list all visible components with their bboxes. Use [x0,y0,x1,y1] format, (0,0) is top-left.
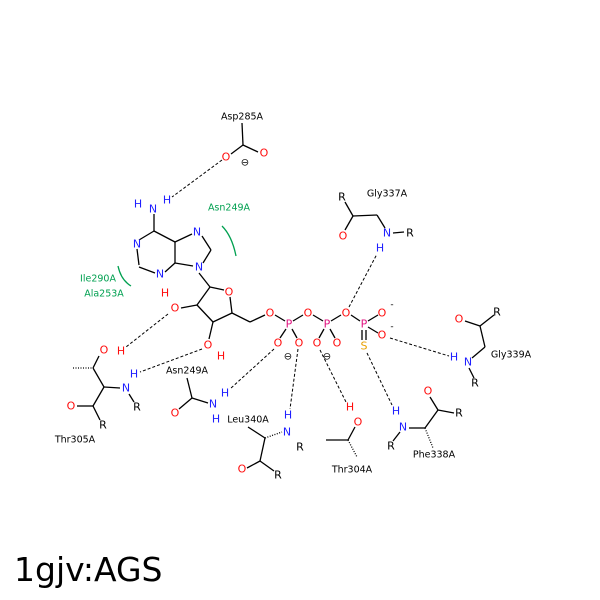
atom-r: R [338,191,346,204]
residue-label-leu340: Leu340A [227,415,269,426]
atom-n: N [209,398,217,411]
residue-label-thr305: Thr305A [54,435,96,446]
atom-h: H [346,401,354,414]
residue-label-thr304: Thr304A [331,465,373,476]
hydrophobic-arc-asn249 [221,225,237,257]
atom-o: O [304,307,313,320]
hbond-gly337 [348,253,378,308]
minus-sign: - [390,322,393,332]
atom-o: O [455,313,464,326]
atom-o: O [222,151,231,164]
atom-r: R [133,401,141,414]
structure-title: 1gjv:AGS [14,550,163,589]
atom-h: H [161,287,169,300]
atom-labels: O O ⊖ H N H N N N N O O H O H O P O P O … [67,147,502,482]
residue-label-gly339: Gly339A [491,350,532,361]
hbond-asn249 [229,348,275,390]
hbond-gly339 [389,337,450,357]
negative-charge-icon: ⊖ [323,352,331,363]
atom-r: R [296,441,304,454]
hydrophobic-label-asn249: Asn249A [208,203,251,214]
atom-n: N [383,227,391,240]
atom-n: N [464,356,472,369]
negative-charge-icon: ⊖ [284,352,292,363]
atom-n: N [195,261,203,274]
ligand-bonds [136,214,379,340]
atom-p: P [361,318,368,331]
atom-h: H [130,368,138,381]
atom-h: H [376,242,384,255]
atom-o: O [225,286,234,299]
atom-o: O [274,337,283,350]
atom-h: H [163,194,171,207]
atom-h: H [221,387,229,400]
hbond-leu340 [289,348,299,410]
hbond-thr305-n [139,348,203,373]
hydrophobic-arc-ile290-ala253 [117,265,132,287]
atom-o: O [171,302,180,315]
atom-h: H [217,350,225,363]
residue-labels: Asp285A Gly337A Gly339A Phe338A Thr304A … [54,112,532,476]
negative-charge-icon: ⊖ [241,158,249,169]
atom-r: R [387,440,395,453]
residue-label-gly337: Gly337A [367,189,408,200]
atom-o: O [342,307,351,320]
residue-label-asp285: Asp285A [221,112,264,123]
residue-bonds [73,122,495,472]
atom-o: O [266,307,275,320]
residue-label-asn249: Asn249A [166,366,209,377]
atom-r: R [455,407,463,420]
atom-h: H [284,409,292,422]
atom-o: O [100,344,109,357]
residue-label-phe338: Phe338A [413,450,456,461]
atom-o: O [339,230,348,243]
atom-n: N [133,238,141,251]
atom-r: R [406,227,414,240]
atom-p: P [324,318,331,331]
atom-n: N [283,426,291,439]
atom-o: O [354,416,363,429]
atom-r: R [493,306,501,319]
hbond-thr305-og [125,313,169,348]
atom-h: H [450,351,458,364]
atom-h: H [117,345,125,358]
atom-n: N [149,203,157,216]
atom-h: H [392,405,400,418]
hydrogen-bonds [125,159,450,410]
atom-o: O [333,337,342,350]
atom-o: O [204,339,213,352]
atom-n: N [156,268,164,281]
hbond-asp285 [171,159,223,198]
atom-r: R [99,419,107,432]
atom-p: P [286,318,293,331]
atom-o: O [378,307,387,320]
atom-o: O [260,147,269,160]
atom-o: O [424,385,433,398]
atom-o: O [67,400,76,413]
atom-o: O [378,329,387,342]
atom-o: O [295,337,304,350]
atom-o: O [238,463,247,476]
atom-o: O [313,337,322,350]
hydrophobic-label-ile290: Ile290A [80,274,116,285]
atom-o: O [171,407,180,420]
atom-s: S [361,340,368,353]
atom-r: R [274,469,282,482]
atom-h: H [134,198,142,211]
atom-n: N [399,421,407,434]
atom-r: R [471,377,479,390]
atom-h: H [212,413,220,426]
minus-sign: - [390,300,393,310]
atom-n: N [193,226,201,239]
atom-n: N [122,382,130,395]
hydrophobic-label-ala253: Ala253A [84,289,124,300]
hbond-phe338 [366,352,393,406]
